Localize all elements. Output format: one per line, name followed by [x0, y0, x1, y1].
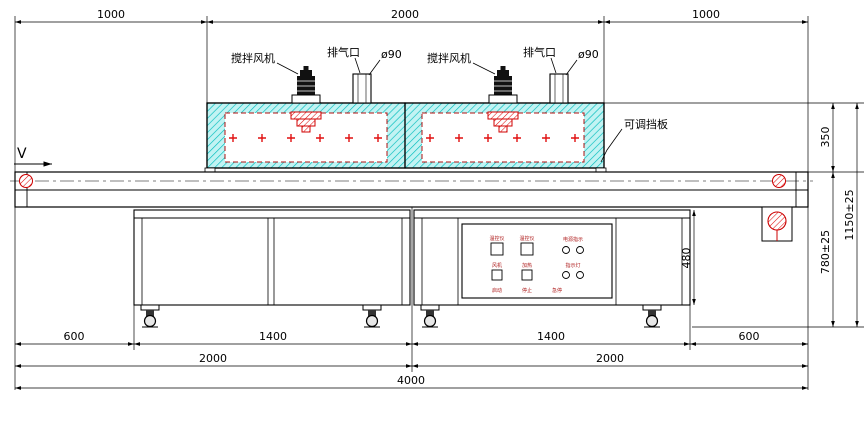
panel-label-start: 启动 [492, 287, 502, 294]
pilot-lamp-2 [576, 246, 584, 254]
dim-b3-label: 1400 [537, 330, 565, 343]
exhaust-stack-right-icon [549, 73, 569, 104]
stir-fan-motor-left-icon [291, 65, 321, 104]
panel-label-pilot: 电源指示 [563, 236, 583, 243]
roller-right-icon [772, 174, 786, 188]
panel-label-fan-switch: 风机 [492, 262, 502, 269]
dim-total-height-label: 1150±25 [843, 189, 856, 240]
pilot-lamp-1 [562, 246, 570, 254]
dim-b2-label: 1400 [259, 330, 287, 343]
label-stir-fan-left: 搅拌风机 [231, 51, 275, 65]
indicator-lamp-1 [562, 271, 570, 279]
caster-wheel-1-icon [140, 304, 160, 328]
dim-total-label: 4000 [397, 374, 425, 387]
heating-chambers [204, 102, 607, 174]
callout-leaders [276, 57, 623, 163]
temp-controller-1[interactable] [490, 242, 504, 256]
dim-top-right-label: 1000 [692, 8, 720, 21]
panel-label-heat-switch: 加热 [522, 262, 532, 269]
label-adjustable-baffle: 可调挡板 [624, 117, 668, 131]
label-dia-left: ø90 [381, 48, 402, 61]
conveyor-belt [10, 171, 813, 208]
caster-wheel-2-icon [362, 304, 382, 328]
dim-c1-label: 2000 [199, 352, 227, 365]
dim-b4-label: 600 [739, 330, 760, 343]
dim-top-left-label: 1000 [97, 8, 125, 21]
dimension-bottom [15, 207, 808, 390]
caster-wheel-4-icon [642, 304, 662, 328]
dim-chamber-height-label: 350 [819, 127, 832, 148]
label-exhaust-right: 排气口 [523, 45, 556, 59]
heat-switch[interactable] [521, 269, 533, 281]
dim-belt-height-label: 780±25 [819, 230, 832, 274]
temp-controller-2[interactable] [520, 242, 534, 256]
dim-c2-label: 2000 [596, 352, 624, 365]
label-dia-right: ø90 [578, 48, 599, 61]
exhaust-stack-left-icon [352, 73, 372, 104]
panel-label-stop: 停止 [522, 287, 532, 294]
panel-label-indicator: 指示灯 [565, 262, 580, 269]
label-stir-fan-right: 搅拌风机 [427, 51, 471, 65]
drive-motor [761, 206, 793, 242]
drive-motor-icon [767, 211, 787, 231]
label-exhaust-left: 排气口 [327, 45, 360, 59]
dim-top-mid-label: 2000 [391, 8, 419, 21]
panel-label-estop: 急停 [552, 287, 562, 294]
control-panel [461, 223, 613, 299]
label-direction-v: V [17, 146, 27, 162]
indicator-lamp-2 [576, 271, 584, 279]
fan-switch[interactable] [491, 269, 503, 281]
roller-left-icon [19, 174, 33, 188]
caster-wheel-3-icon [420, 304, 440, 328]
dim-cabinet-height-label: 480 [680, 248, 693, 269]
panel-label-meter1: 温控仪 [489, 235, 504, 242]
stir-fan-motor-right-icon [488, 65, 518, 104]
panel-label-meter2: 温控仪 [519, 235, 534, 242]
cabinet-left [133, 209, 411, 306]
dimension-right [604, 102, 864, 328]
dim-b1-label: 600 [64, 330, 85, 343]
